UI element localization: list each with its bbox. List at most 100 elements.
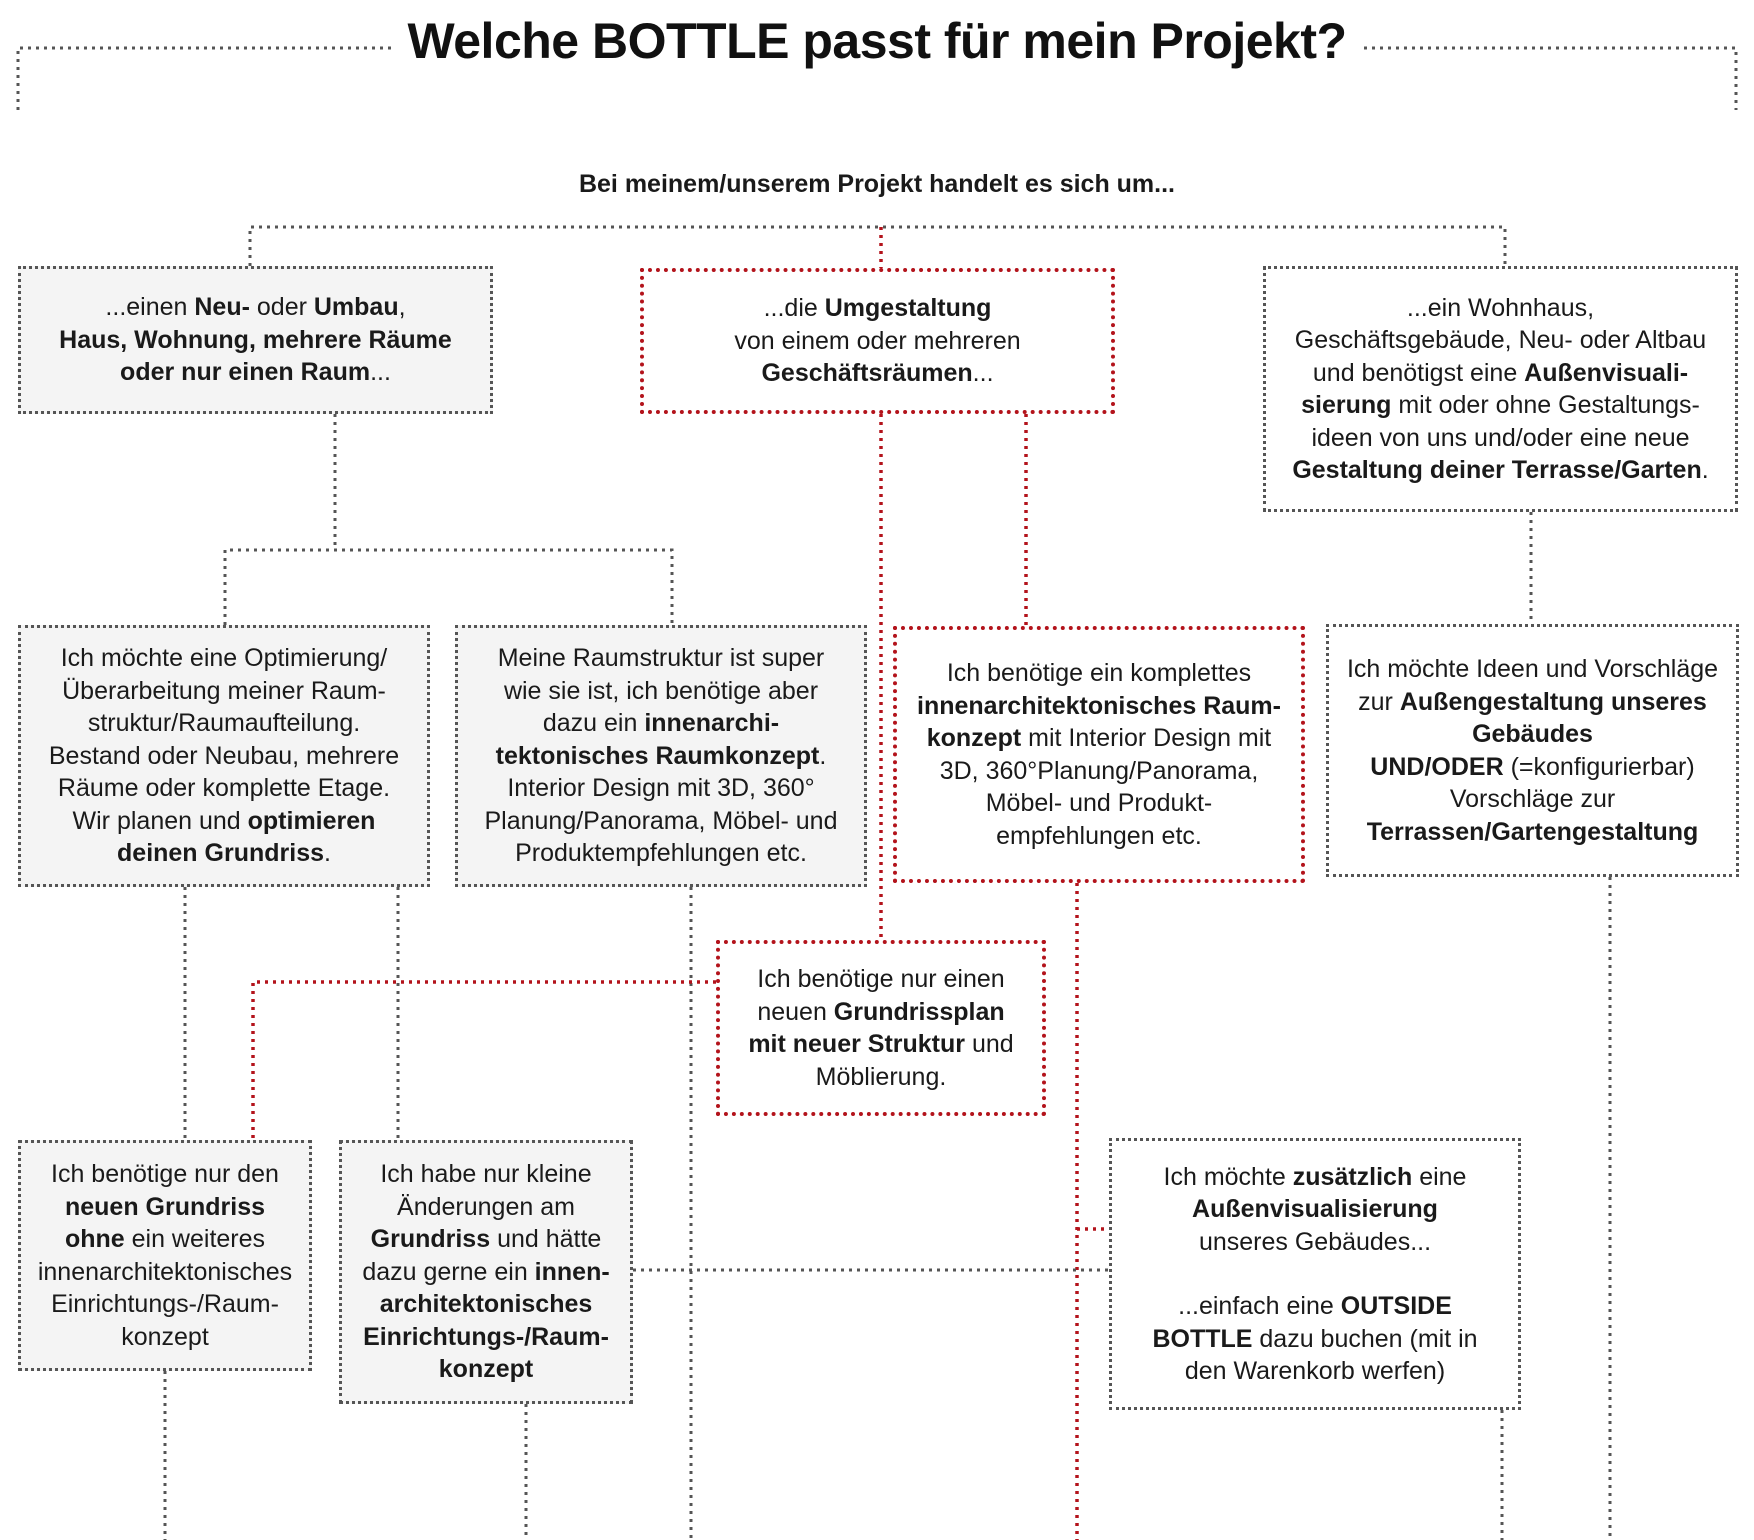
text-line: Ich habe nur kleine xyxy=(362,1158,609,1191)
bold-text: Grundrissplan xyxy=(833,997,1005,1026)
plain-text: Überarbeitung meiner Raum- xyxy=(62,676,386,705)
text-line: Vorschläge zur xyxy=(1347,783,1718,816)
text-line: UND/ODER (=konfigurierbar) xyxy=(1347,751,1718,784)
plain-text: Meine Raumstruktur ist super xyxy=(497,644,825,673)
plain-text: struktur/Raumaufteilung. xyxy=(87,709,361,738)
text-line: Terrassen/Gartengestaltung xyxy=(1347,816,1718,849)
plain-text: eine xyxy=(1412,1162,1467,1191)
bold-text: sierung xyxy=(1301,391,1392,419)
bold-text: konzept xyxy=(926,724,1022,752)
plain-text: . xyxy=(819,741,827,770)
bold-text: Neu- xyxy=(194,293,250,322)
bold-text: architektonisches xyxy=(379,1290,593,1319)
bold-text: optimieren xyxy=(247,806,376,835)
box-text: Ich möchte eine Optimierung/Überarbeitun… xyxy=(49,642,399,870)
text-line: Ich möchte eine Optimierung/ xyxy=(49,642,399,675)
bold-text: Umbau xyxy=(313,293,399,322)
text-line: Änderungen am xyxy=(362,1191,609,1224)
plain-text: Räume oder komplette Etage. xyxy=(57,774,391,803)
plain-text: Ich möchte eine Optimierung/ xyxy=(60,644,388,673)
plain-text: mit oder ohne Gestaltungs- xyxy=(1391,391,1700,419)
plain-text: neuen xyxy=(757,997,834,1026)
text-line: Überarbeitung meiner Raum- xyxy=(49,675,399,708)
box-text: Ich benötige nur einen neuen Grundrisspla… xyxy=(748,963,1013,1093)
plain-text: den Warenkorb werfen) xyxy=(1184,1357,1446,1385)
text-line: Ich benötige ein komplettes xyxy=(917,657,1281,690)
connector-grundrissplan-nur-grundriss xyxy=(251,980,716,1140)
plain-text: von einem oder mehreren xyxy=(734,326,1021,355)
plain-text: . xyxy=(324,839,331,868)
text-line: neuen Grundrissplan xyxy=(748,996,1013,1029)
box-grundrissplan: Ich benötige nur einen neuen Grundrisspla… xyxy=(716,940,1046,1116)
plain-text: Geschäftsgebäude, Neu- oder Altbau xyxy=(1294,326,1707,354)
bold-text: konzept xyxy=(438,1355,534,1384)
text-line: und benötigst eine Außenvisuali- xyxy=(1292,357,1708,390)
text-line: Ich benötige nur einen xyxy=(748,963,1013,996)
plain-text: und benötigst eine xyxy=(1312,358,1525,387)
text-line: Gestaltung deiner Terrasse/Garten. xyxy=(1292,454,1708,487)
plain-text: Bestand oder Neubau, mehrere xyxy=(48,741,400,770)
bold-text: innenarchitektonisches Raum- xyxy=(917,691,1281,720)
plain-text: . xyxy=(1701,456,1709,484)
bold-text: neuen Grundriss xyxy=(64,1192,266,1221)
plain-text: Ich möchte Ideen und Vorschläge xyxy=(1346,655,1719,683)
text-line: BOTTLE dazu buchen (mit in xyxy=(1152,1323,1477,1356)
plain-text: Planung/Panorama, Möbel- und xyxy=(484,806,838,835)
text-line: dazu gerne ein innen- xyxy=(362,1256,609,1289)
bold-text: innenarchi- xyxy=(644,709,780,738)
bold-text: Einrichtungs-/Raum- xyxy=(363,1322,609,1351)
page-title: Welche BOTTLE passt für mein Projekt? xyxy=(0,6,1754,76)
plain-text: empfehlungen etc. xyxy=(996,821,1202,850)
bold-text: innen- xyxy=(534,1257,610,1286)
text-line: Räume oder komplette Etage. xyxy=(49,772,399,805)
box-text: ...ein Wohnhaus,Geschäftsgebäude, Neu- o… xyxy=(1292,292,1708,487)
connector-optimierung-down xyxy=(183,887,400,1140)
text-line: konzept xyxy=(38,1321,292,1354)
plain-text: ... xyxy=(972,359,994,388)
text-line: tektonisches Raumkonzept. xyxy=(484,740,837,773)
bold-text: Terrassen/Gartengestaltung xyxy=(1366,817,1699,846)
text-line: Möblierung. xyxy=(748,1061,1013,1094)
bold-text: Gestaltung deiner Terrasse/Garten xyxy=(1292,456,1702,484)
plain-text: innenarchitektonisches xyxy=(37,1257,293,1286)
plain-text: ... xyxy=(370,358,391,387)
text-line: oder nur einen Raum... xyxy=(59,356,452,389)
text-line: Einrichtungs-/Raum- xyxy=(362,1321,609,1354)
text-line: ohne ein weiteres xyxy=(38,1223,292,1256)
box-raumstruktur: Meine Raumstruktur ist super wie sie ist,… xyxy=(455,625,867,887)
plain-text: dazu gerne ein xyxy=(362,1257,535,1286)
text-line: Geschäftsgebäude, Neu- oder Altbau xyxy=(1292,324,1708,357)
bold-text: Außengestaltung unseres xyxy=(1399,687,1707,716)
bold-text: Außenvisualisierung xyxy=(1192,1195,1438,1223)
bold-text: Umgestaltung xyxy=(824,294,992,323)
plain-text: Ich benötige nur einen xyxy=(757,965,1005,993)
bold-text: BOTTLE xyxy=(1152,1324,1253,1353)
plain-text: ...einfach eine xyxy=(1178,1292,1341,1320)
bold-text: mit neuer Struktur xyxy=(748,1030,966,1058)
bold-text: deinen Grundriss xyxy=(117,839,324,868)
text-line: dazu ein innenarchi- xyxy=(484,707,837,740)
text-line: innenarchitektonisches xyxy=(38,1256,292,1289)
text-line: neuen Grundriss xyxy=(38,1191,292,1224)
plain-text: konzept xyxy=(121,1322,209,1351)
bold-text: Haus, Wohnung, mehrere Räume xyxy=(59,325,452,354)
plain-text: zur xyxy=(1358,687,1400,716)
plain-text: Ich benötige nur den xyxy=(51,1160,279,1188)
plain-text: Einrichtungs-/Raum- xyxy=(51,1290,279,1318)
plain-text: oder xyxy=(249,293,314,322)
plain-text: wie sie ist, ich benötige aber xyxy=(503,676,819,705)
plain-text: Möblierung. xyxy=(815,1062,947,1091)
text-line: mit neuer Struktur und xyxy=(748,1028,1013,1061)
text-line: deinen Grundriss. xyxy=(49,837,399,870)
text-line: innenarchitektonisches Raum- xyxy=(917,690,1281,723)
bold-text: Gebäudes xyxy=(1472,720,1593,748)
text-line: Meine Raumstruktur ist super xyxy=(484,642,837,675)
plain-text: und xyxy=(965,1030,1014,1058)
text-line: Geschäftsräumen... xyxy=(734,357,1020,390)
box-neu-umbau: ...einen Neu- oder Umbau,Haus, Wohnung, … xyxy=(18,266,493,414)
